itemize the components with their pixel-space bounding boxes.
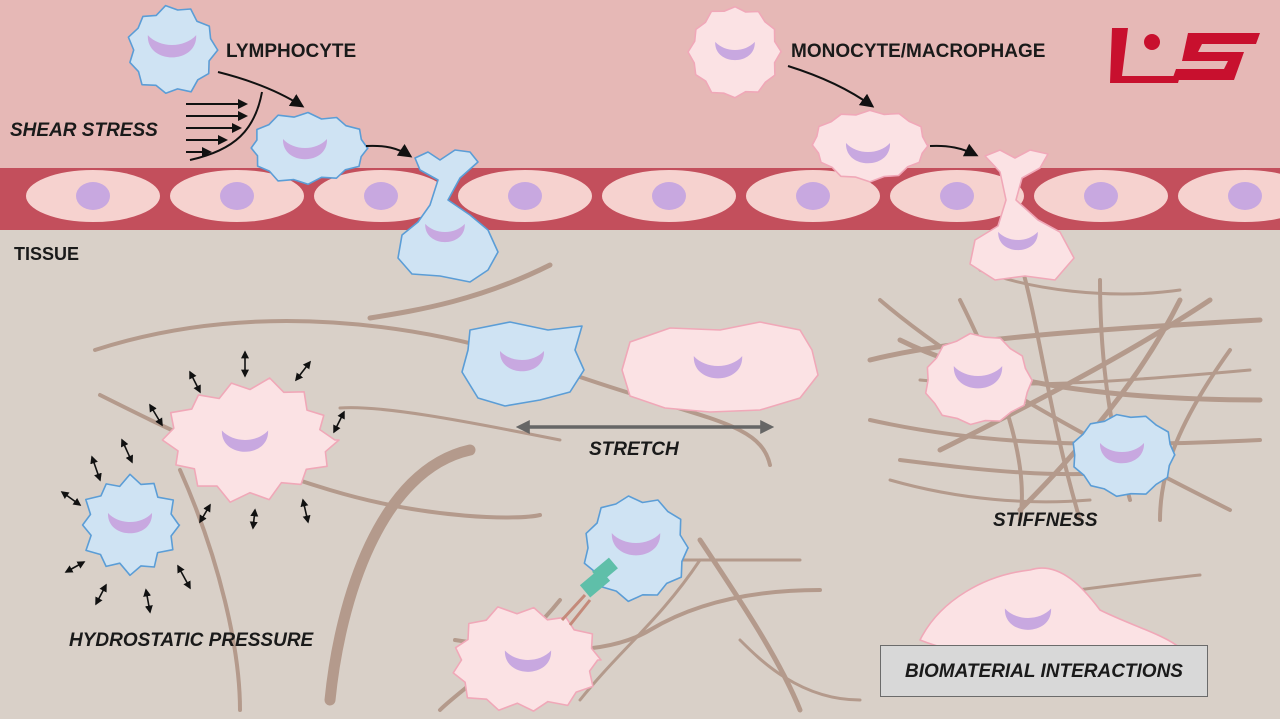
macrophage-circulating-nucleus — [715, 41, 755, 61]
lymphocyte-stiffness-nucleus — [1099, 443, 1145, 464]
macrophage-stretched-nucleus — [693, 356, 743, 379]
fiber-24 — [1017, 297, 1183, 513]
endothelial-cell-nucleus — [940, 182, 974, 210]
endothelial-cell — [600, 168, 738, 224]
macrophage-integrin-nucleus — [504, 650, 552, 672]
integrin-receptor — [592, 557, 618, 583]
lymphocyte-stiffness — [1072, 413, 1176, 498]
endothelial-cell-nucleus — [508, 182, 542, 210]
label-hydrostatic-pressure: HYDROSTATIC PRESSURE — [69, 630, 314, 651]
lymphocyte-pressure-nucleus — [107, 513, 153, 534]
endothelial-cell — [168, 168, 306, 224]
arrow-lymphocyte-arrival — [217, 71, 305, 108]
macrophage-biomaterial-nucleus — [1004, 608, 1052, 630]
lymphocyte-integrin — [583, 495, 689, 603]
lymphocyte-stretched-nucleus — [499, 351, 545, 372]
lymphocyte-rolling-nucleus — [282, 139, 328, 160]
macrophage-rolling-nucleus — [845, 143, 891, 164]
endothelial-layer — [24, 168, 1280, 224]
lymphocyte-integrin-nucleus — [611, 533, 661, 556]
lymphocyte-pressure — [81, 473, 181, 577]
ligand-stalk — [560, 593, 592, 626]
macrophage-transmigrating-membrane — [969, 149, 1075, 281]
fiber-2 — [324, 444, 476, 706]
lymphocyte-rolling — [250, 111, 369, 186]
endothelial-cell — [1032, 168, 1170, 224]
pressure-arrow-0 — [189, 370, 201, 394]
pressure-arrow-13 — [249, 508, 259, 530]
biomaterial-interactions-box: BIOMATERIAL INTERACTIONS — [880, 645, 1208, 697]
endothelial-cell — [888, 168, 1026, 224]
pressure-arrow-14 — [300, 498, 311, 524]
macrophage-stretched — [621, 321, 819, 413]
fiber-3 — [178, 468, 242, 712]
lymphocyte-transmigrating-nucleus — [425, 223, 465, 243]
endothelial-cell-nucleus — [76, 182, 110, 210]
endothelial-cell-nucleus — [652, 182, 686, 210]
pressure-arrow-3 — [149, 403, 163, 427]
fiber-25 — [888, 478, 1092, 504]
lymphocyte-stretched — [461, 321, 585, 407]
fiber-6 — [697, 537, 803, 713]
pressure-arrow-7 — [64, 561, 86, 573]
fiber-11 — [738, 638, 862, 702]
pressure-arrow-9 — [143, 588, 153, 614]
lymphocyte-transmigrating — [397, 149, 499, 283]
arrow-monocyte-transmigration — [929, 143, 979, 157]
macrophage-rolling-membrane — [811, 109, 930, 183]
fiber-5 — [367, 262, 553, 321]
integrin-binding — [560, 557, 618, 626]
fiber-9 — [578, 558, 702, 702]
pressure-arrow-10 — [177, 564, 191, 590]
fiber-18 — [1018, 258, 1082, 522]
macrophage-transmigrating — [969, 149, 1075, 281]
label-biomaterial-interactions: BIOMATERIAL INTERACTIONS — [905, 661, 1183, 682]
pressure-arrow-6 — [60, 491, 82, 506]
macrophage-stiffness — [924, 332, 1034, 426]
fiber-26 — [1158, 348, 1232, 522]
lymphocyte-circulating-nucleus — [147, 35, 197, 58]
label-stretch: STRETCH — [589, 439, 679, 460]
arrow-lymphocyte-transmigration — [365, 143, 413, 158]
fiber-19 — [958, 298, 1024, 522]
pressure-arrow-2 — [295, 360, 311, 382]
label-shear-stress: SHEAR STRESS — [10, 120, 158, 141]
label-monocyte-macrophage: MONOCYTE/MACROPHAGE — [791, 41, 1046, 62]
endothelial-cell-nucleus — [796, 182, 830, 210]
endothelial-cell-nucleus — [1228, 182, 1262, 210]
macrophage-circulating — [687, 5, 783, 99]
endothelial-cell — [456, 168, 594, 224]
lymphocyte-circulating — [127, 4, 219, 94]
macrophage-stiffness-nucleus — [953, 366, 1003, 389]
macrophage-rolling — [811, 109, 930, 183]
endothelial-cell-nucleus — [1084, 182, 1118, 210]
macrophage-transmigrating-nucleus — [998, 231, 1038, 251]
fiber-13 — [867, 317, 1263, 363]
endothelial-cell-nucleus — [364, 182, 398, 210]
logo — [1110, 28, 1260, 83]
vessel-lumen — [0, 0, 1280, 178]
pressure-arrow-5 — [90, 455, 102, 482]
endothelial-cell — [1176, 168, 1280, 224]
shear-profile-curve — [189, 91, 263, 161]
lymphocyte-transmigrating-membrane — [397, 149, 499, 283]
label-stiffness: STIFFNESS — [993, 510, 1098, 531]
macrophage-pressure-nucleus — [221, 430, 269, 452]
force-arrows — [60, 65, 979, 614]
pressure-arrow-11 — [333, 410, 345, 434]
pressure-arrow-4 — [121, 438, 133, 464]
endothelial-cell — [744, 168, 882, 224]
label-tissue: TISSUE — [14, 244, 80, 264]
pressure-arrow-12 — [199, 503, 211, 524]
fiber-21 — [868, 418, 1262, 446]
endothelial-cell — [24, 168, 162, 224]
arrow-monocyte-arrival — [787, 65, 875, 108]
macrophage-pressure — [161, 377, 340, 503]
label-lymphocyte: LYMPHOCYTE — [226, 41, 357, 62]
pressure-arrow-8 — [95, 583, 107, 606]
endothelial-cell-nucleus — [220, 182, 254, 210]
